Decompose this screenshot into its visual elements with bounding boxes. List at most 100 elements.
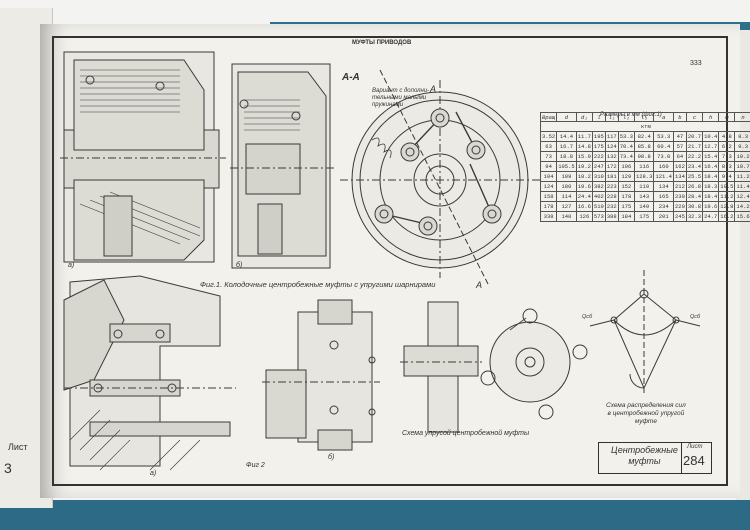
- table-cell: 16.4: [702, 161, 720, 172]
- sheet-frame: [52, 36, 728, 486]
- table-header-cell: d: [556, 112, 577, 122]
- table-cell: 12.8: [718, 201, 736, 212]
- table-cell: 110: [633, 181, 655, 192]
- table-cell: 9.4: [718, 171, 736, 182]
- table-cell: 11.2: [734, 171, 750, 182]
- table-header-cell: l₁: [604, 112, 619, 122]
- table-unit-row: кгм: [540, 121, 750, 132]
- table-cell: 10.7: [734, 161, 750, 172]
- table-cell: 53.3: [617, 131, 635, 142]
- table-cell: 232: [604, 201, 619, 212]
- force-caption-line: в центробежной упругой: [607, 410, 685, 417]
- title-block: Центробежные муфты Лист 284: [598, 442, 712, 474]
- title-block-name: Центробежные муфты: [611, 445, 678, 467]
- fig1a-label: а): [68, 262, 75, 269]
- table-unit-cell: кгм: [540, 121, 750, 132]
- table-cell: 18.8: [556, 151, 577, 162]
- table-cell: 573: [591, 211, 606, 222]
- table-cell: 57: [672, 141, 687, 152]
- table-cell: 230: [672, 191, 687, 202]
- table-cell: 106: [617, 161, 635, 172]
- left-page-label: Лист: [8, 442, 28, 452]
- table-cell: 19.6: [575, 181, 593, 192]
- variant-note-line: пружинами: [372, 102, 404, 108]
- table-cell: 175: [591, 141, 606, 152]
- table-cell: 129: [617, 171, 635, 182]
- table-cell: 18.3: [702, 181, 720, 192]
- table-cell: 3.52: [539, 131, 558, 142]
- table-cell: 114: [556, 191, 577, 202]
- title-block-name-line: Центробежные: [611, 445, 678, 455]
- table-cell: 234: [653, 201, 674, 212]
- table-header-cell: l₃: [633, 112, 655, 122]
- table-header-cell: Вращ: [539, 112, 558, 122]
- table-header-cell: b: [672, 112, 687, 122]
- table-header-cell: m: [718, 112, 736, 122]
- table-cell: 16.6: [575, 201, 593, 212]
- scheme-caption: Схема упрусой центробежной муфты: [402, 430, 530, 437]
- table-cell: 212: [672, 181, 687, 192]
- table-header-cell: n: [734, 112, 750, 122]
- table-cell: 222: [591, 151, 606, 162]
- binder-cover-bottom: [0, 500, 750, 530]
- table-cell: 181: [604, 171, 619, 182]
- table-cell: 19.2: [575, 161, 593, 172]
- table-cell: 22.2: [685, 151, 704, 162]
- fig1b-coupling-section: [230, 63, 336, 269]
- table-cell: 94: [539, 161, 558, 172]
- table-cell: 126: [575, 211, 593, 222]
- table-cell: 53.3: [653, 131, 674, 142]
- table-cell: 128.3: [633, 171, 655, 182]
- table-cell: 20.7: [685, 131, 704, 142]
- table-cell: 98.8: [633, 151, 655, 162]
- table-cell: 104: [539, 171, 558, 182]
- table-header-cell: a: [653, 112, 674, 122]
- table-cell: 14.4: [556, 131, 577, 142]
- table-cell: 201: [653, 211, 674, 222]
- fig2a-label: а): [150, 470, 157, 477]
- table-cell: 10.4: [702, 131, 720, 142]
- table-cell: 63: [539, 141, 558, 152]
- fig1b-label: б): [236, 262, 243, 269]
- table-cell: 18.4: [702, 191, 720, 202]
- table-cell: 60.4: [653, 141, 674, 152]
- left-page-number: 3: [4, 460, 12, 476]
- table-cell: 245: [672, 211, 687, 222]
- table-cell: 116: [633, 161, 655, 172]
- table-cell: 23.4: [685, 161, 704, 172]
- table-cell: 10.5: [718, 181, 736, 192]
- table-cell: 105.5: [556, 161, 577, 172]
- table-cell: 158: [539, 191, 558, 202]
- table-cell: 18.2: [575, 171, 593, 182]
- fig1-caption: Фиг.1. Колодочные центробежные муфты с у…: [200, 280, 436, 289]
- table-cell: 18.4: [702, 171, 720, 182]
- table-header-cell: h: [702, 112, 720, 122]
- table-header-cell: l₂: [617, 112, 635, 122]
- fig2a-coupling-section: [63, 275, 236, 471]
- table-cell: 195: [591, 131, 606, 142]
- table-cell: 8.3: [734, 131, 750, 142]
- table-cell: 160: [653, 161, 674, 172]
- table-cell: 228: [604, 191, 619, 202]
- table-cell: 16.7: [556, 141, 577, 152]
- table-cell: 70.4: [617, 141, 635, 152]
- table-cell: 402: [591, 191, 606, 202]
- force-caption-line: Схема распределения сил: [606, 402, 686, 409]
- table-cell: 510: [591, 201, 606, 212]
- table-cell: 85.8: [633, 141, 655, 152]
- table-cell: 175: [617, 201, 635, 212]
- table-header-cell: c: [685, 112, 704, 122]
- section-mark-top: А: [430, 84, 437, 94]
- table-cell: 382: [591, 181, 606, 192]
- table-cell: 9.3: [734, 141, 750, 152]
- table-cell: 8.3: [718, 161, 736, 172]
- table-cell: 121.4: [653, 171, 674, 182]
- table-cell: 19.6: [702, 201, 720, 212]
- table-cell: 4.8: [718, 131, 736, 142]
- table-cell: 47: [672, 131, 687, 142]
- table-cell: 149: [633, 201, 655, 212]
